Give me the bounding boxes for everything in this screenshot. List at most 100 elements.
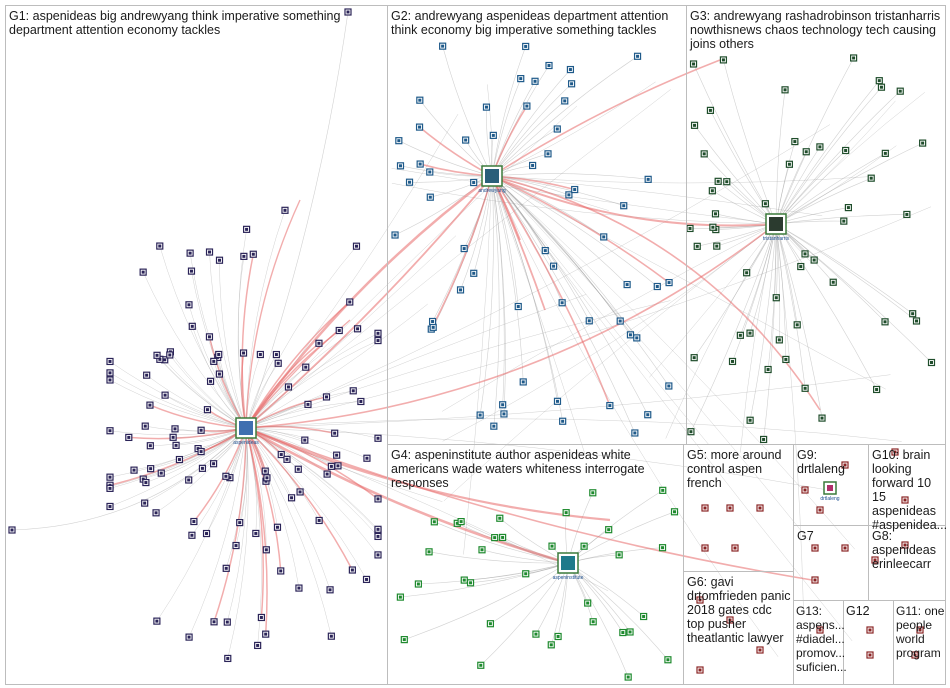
node-avatar-icon — [174, 443, 178, 447]
mention-edge — [710, 110, 777, 225]
node-avatar-icon — [777, 338, 781, 342]
node-avatar-icon — [626, 675, 630, 679]
node-avatar-icon — [716, 179, 720, 183]
mention-edge — [491, 175, 524, 382]
node-avatar-icon — [516, 305, 520, 309]
node-avatar-icon — [695, 244, 699, 248]
node-avatar-icon — [159, 471, 163, 475]
node-avatar-icon — [376, 527, 380, 531]
node-avatar-icon — [582, 544, 586, 548]
node-avatar-icon — [335, 453, 339, 457]
group-box-g2 — [387, 5, 687, 445]
mention-edge — [245, 300, 671, 429]
node-avatar-icon — [698, 668, 702, 672]
node-avatar-icon — [10, 528, 14, 532]
reply-edge — [245, 223, 777, 429]
node-avatar-icon — [533, 79, 537, 83]
node-avatar-icon — [251, 252, 255, 256]
node-avatar-icon — [715, 244, 719, 248]
mention-edge — [775, 86, 882, 225]
node-avatar-icon — [279, 453, 283, 457]
mention-edge — [442, 46, 493, 177]
node-avatar-icon — [818, 508, 822, 512]
group-label-g7: G7 — [797, 529, 814, 543]
mention-edge — [443, 223, 777, 502]
mention-edge — [109, 427, 247, 507]
node-avatar-icon — [376, 553, 380, 557]
node-avatar-icon — [525, 104, 529, 108]
mention-edge — [464, 562, 569, 581]
mention-edge — [491, 175, 670, 387]
node-avatar-icon — [570, 82, 574, 86]
node-avatar-icon — [290, 496, 294, 500]
node-avatar-icon — [524, 44, 528, 48]
mention-edge — [775, 223, 913, 314]
node-avatar-icon — [877, 79, 881, 83]
node-avatar-icon — [376, 339, 380, 343]
mention-edge — [491, 175, 628, 285]
mention-edge — [245, 427, 267, 550]
node-avatar-icon — [472, 271, 476, 275]
node-avatar-icon — [758, 506, 762, 510]
mention-edge — [491, 175, 636, 434]
node-avatar-icon — [813, 546, 817, 550]
node-avatar-icon — [418, 125, 422, 129]
node-avatar-icon — [228, 476, 232, 480]
node-avatar-icon — [472, 181, 476, 185]
node-avatar-icon — [264, 548, 268, 552]
node-avatar-icon — [155, 353, 159, 357]
node-avatar-icon — [803, 252, 807, 256]
mention-edge — [491, 175, 621, 322]
mention-edge — [235, 427, 248, 546]
node-avatar-icon — [296, 467, 300, 471]
mention-edge — [227, 427, 249, 659]
node-avatar-icon — [642, 614, 646, 618]
node-avatar-icon — [689, 430, 693, 434]
mention-edge — [775, 100, 896, 225]
reply-edge — [245, 427, 813, 581]
node-avatar-icon — [883, 320, 887, 324]
node-avatar-icon — [190, 324, 194, 328]
node-avatar-icon — [168, 353, 172, 357]
mention-edge — [567, 562, 629, 678]
node-avatar-icon — [711, 225, 715, 229]
node-avatar-icon — [286, 385, 290, 389]
node-avatar-icon — [846, 206, 850, 210]
node-avatar-icon — [635, 336, 639, 340]
mention-edge — [740, 223, 777, 453]
node-avatar-icon — [209, 379, 213, 383]
node-avatar-icon — [502, 412, 506, 416]
group-label-g13: G13: aspens... #diadel... promov... sufi… — [796, 604, 847, 674]
node-avatar-icon — [108, 504, 112, 508]
node-avatar-icon — [217, 372, 221, 376]
node-avatar-icon — [259, 615, 263, 619]
node-avatar-icon — [416, 582, 420, 586]
node-avatar-icon — [549, 643, 553, 647]
node-avatar-icon — [812, 258, 816, 262]
node-avatar-icon — [141, 270, 145, 274]
node-avatar-icon — [587, 319, 591, 323]
node-avatar-icon — [560, 301, 564, 305]
node-avatar-icon — [818, 628, 822, 632]
mention-edge — [188, 427, 247, 638]
node-avatar-icon — [667, 281, 671, 285]
mention-edge — [491, 175, 871, 184]
node-avatar-icon — [200, 466, 204, 470]
node-avatar-icon — [199, 428, 203, 432]
node-avatar-icon — [625, 283, 629, 287]
node-avatar-icon — [154, 511, 158, 515]
mention-edge — [156, 427, 247, 622]
mention-edge — [245, 11, 349, 429]
node-avatar-icon — [793, 140, 797, 144]
node-avatar-icon — [398, 164, 402, 168]
node-avatar-icon — [275, 525, 279, 529]
node-avatar-icon — [708, 108, 712, 112]
node-avatar-icon — [914, 319, 918, 323]
node-avatar-icon — [661, 488, 665, 492]
mention-edge — [491, 175, 519, 307]
mention-edge — [418, 562, 569, 585]
node-avatar-icon — [602, 235, 606, 239]
node-avatar-icon — [573, 188, 577, 192]
node-avatar-icon — [149, 467, 153, 471]
node-avatar-icon — [918, 628, 922, 632]
